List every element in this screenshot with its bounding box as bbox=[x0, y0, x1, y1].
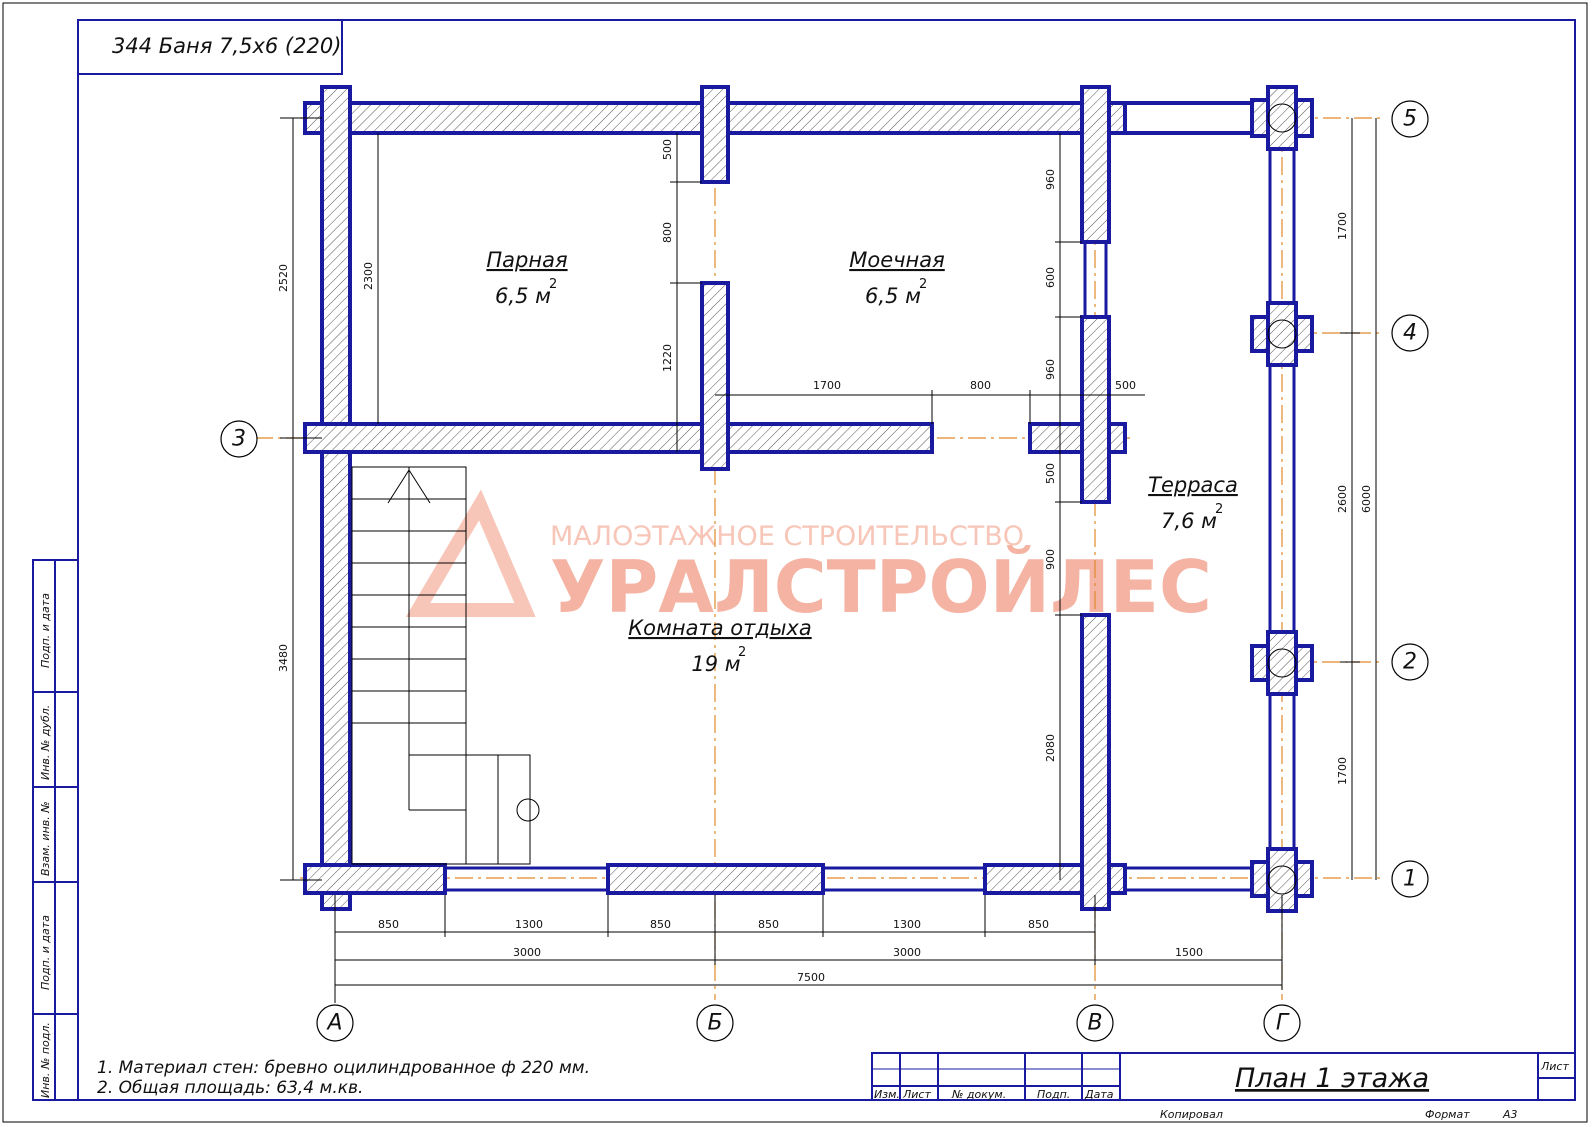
dim-bottom-5: 1300 bbox=[893, 918, 921, 931]
staircase bbox=[351, 466, 540, 865]
dim-left-2: 3480 bbox=[277, 644, 290, 672]
axis-number-5: 5 bbox=[1403, 107, 1417, 132]
room-area-sup: 2 bbox=[738, 645, 746, 660]
watermark-logo bbox=[405, 489, 536, 617]
axis-number-2: 2 bbox=[1403, 650, 1417, 675]
notes: 1. Материал стен: бревно оцилиндрованное… bbox=[97, 1058, 590, 1098]
room-area-sup: 2 bbox=[1215, 502, 1223, 517]
dim-bottom-row2-3: 1500 bbox=[1175, 946, 1203, 959]
dim-bottom-3: 850 bbox=[650, 918, 671, 931]
room-name-moechnaya: Моечная bbox=[849, 248, 945, 272]
dim-right-1: 1700 bbox=[1336, 212, 1349, 240]
side-stamp-1: Подп. и дата bbox=[39, 593, 52, 668]
note-1: 1. Материал стен: бревно оцилиндрованное… bbox=[97, 1058, 590, 1078]
terrace-rail-bottom bbox=[1123, 866, 1262, 892]
dim-bottom-6: 850 bbox=[1028, 918, 1049, 931]
side-stamp-2: Инв. № дубл. bbox=[39, 705, 52, 780]
sheet-label: Лист bbox=[1540, 1060, 1569, 1073]
dim-left-1: 2520 bbox=[277, 264, 290, 292]
dim-partition-1: 500 bbox=[661, 139, 674, 160]
axis-bubbles: А Б В Г 1 2 3 4 5 bbox=[220, 100, 1429, 1042]
dim-right-wall-5: 900 bbox=[1044, 549, 1057, 570]
dim-bottom-row2-1: 3000 bbox=[513, 946, 541, 959]
note-2: 2. Общая площадь: 63,4 м.кв. bbox=[97, 1078, 363, 1098]
stamp-podp: Подп. bbox=[1037, 1088, 1070, 1101]
dim-inner-left: 2300 bbox=[362, 262, 375, 290]
dimension-lines bbox=[280, 117, 1377, 990]
watermark: МАЛОЭТАЖНОЕ СТРОИТЕЛЬСТВО УРАЛСТРОЙЛЕС bbox=[405, 489, 1212, 629]
dim-right-wall-1: 960 bbox=[1044, 169, 1057, 190]
sheet-title: План 1 этажа bbox=[1235, 1063, 1429, 1094]
format-value: А3 bbox=[1502, 1108, 1518, 1121]
window-bottom-1 bbox=[443, 866, 610, 892]
side-stamp: Подп. и дата Инв. № дубл. Взам. инв. № П… bbox=[32, 559, 79, 1101]
room-labels: Парная 6,5 м 2 Моечная 6,5 м 2 Терраса 7… bbox=[486, 248, 1237, 676]
axis-number-1: 1 bbox=[1403, 867, 1417, 892]
stamp-data: Дата bbox=[1084, 1088, 1114, 1101]
axis-letter-a: А bbox=[325, 1011, 342, 1036]
dim-right-wall-6: 2080 bbox=[1044, 734, 1057, 762]
dim-right-2: 2600 bbox=[1336, 485, 1349, 513]
dim-top-inner-3: 500 bbox=[1115, 379, 1136, 392]
room-area-parnaya: 6,5 м bbox=[495, 284, 551, 308]
room-area-terrasa: 7,6 м bbox=[1161, 509, 1217, 533]
window-right-1 bbox=[1083, 240, 1108, 319]
axis-letter-v: В bbox=[1087, 1011, 1102, 1036]
watermark-line1: МАЛОЭТАЖНОЕ СТРОИТЕЛЬСТВО bbox=[550, 521, 1024, 552]
axis-letter-g: Г bbox=[1276, 1011, 1290, 1036]
dim-partition-2: 800 bbox=[661, 222, 674, 243]
room-name-terrasa: Терраса bbox=[1148, 473, 1238, 497]
title-block: Изм. Лист № докум. Подп. Дата План 1 эта… bbox=[871, 1052, 1576, 1121]
stamp-list: Лист bbox=[902, 1088, 931, 1101]
room-area-moechnaya: 6,5 м bbox=[865, 284, 921, 308]
axis-number-3: 3 bbox=[232, 427, 246, 452]
stair-post bbox=[516, 798, 540, 822]
room-name-komnata: Комната отдыха bbox=[628, 616, 811, 640]
side-stamp-5: Инв. № подл. bbox=[39, 1022, 52, 1098]
dim-partition-3: 1220 bbox=[661, 344, 674, 372]
dim-right-wall-4: 500 bbox=[1044, 463, 1057, 484]
dim-bottom-2: 1300 bbox=[515, 918, 543, 931]
stamp-izm: Изм. bbox=[874, 1088, 900, 1101]
dim-bottom-row2-2: 3000 bbox=[893, 946, 921, 959]
stamp-dokum: № докум. bbox=[951, 1088, 1006, 1101]
dimension-labels: 850 1300 850 850 1300 850 3000 3000 1500… bbox=[277, 139, 1373, 984]
dim-top-inner-2: 800 bbox=[970, 379, 991, 392]
copied-label: Копировал bbox=[1160, 1108, 1223, 1121]
dim-right-wall-3: 960 bbox=[1044, 359, 1057, 380]
title-box-text: 344 Баня 7,5х6 (220) bbox=[112, 34, 341, 58]
side-stamp-3: Взам. инв. № bbox=[39, 801, 52, 876]
dim-right-3: 1700 bbox=[1336, 757, 1349, 785]
format-label: Формат bbox=[1425, 1108, 1470, 1121]
dim-top-inner-1: 1700 bbox=[813, 379, 841, 392]
side-stamp-4: Подп. и дата bbox=[39, 915, 52, 990]
window-bottom-2 bbox=[821, 866, 987, 892]
room-name-parnaya: Парная bbox=[486, 248, 567, 272]
dim-right-wall-2: 600 bbox=[1044, 267, 1057, 288]
dim-bottom-total: 7500 bbox=[797, 971, 825, 984]
dim-bottom-1: 850 bbox=[378, 918, 399, 931]
axis-number-4: 4 bbox=[1403, 321, 1417, 346]
walls bbox=[303, 85, 1314, 913]
room-area-komnata: 19 м bbox=[691, 652, 740, 676]
room-area-sup: 2 bbox=[549, 277, 557, 292]
dim-right-total: 6000 bbox=[1360, 485, 1373, 513]
axis-letter-b: Б bbox=[707, 1011, 722, 1036]
dim-bottom-4: 850 bbox=[758, 918, 779, 931]
room-area-sup: 2 bbox=[919, 277, 927, 292]
title-box: 344 Баня 7,5х6 (220) bbox=[77, 19, 343, 75]
